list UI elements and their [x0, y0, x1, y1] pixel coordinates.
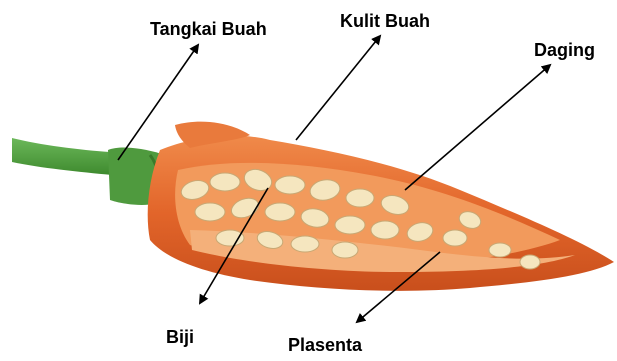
label-plasenta: Plasenta: [288, 336, 362, 354]
arrow-daging: [405, 65, 550, 190]
label-tangkai-buah: Tangkai Buah: [150, 20, 267, 38]
label-daging: Daging: [534, 41, 595, 59]
label-kulit-buah: Kulit Buah: [340, 12, 430, 30]
label-biji: Biji: [166, 328, 194, 346]
stem: [12, 138, 170, 205]
arrow-kulit-buah: [296, 36, 380, 140]
